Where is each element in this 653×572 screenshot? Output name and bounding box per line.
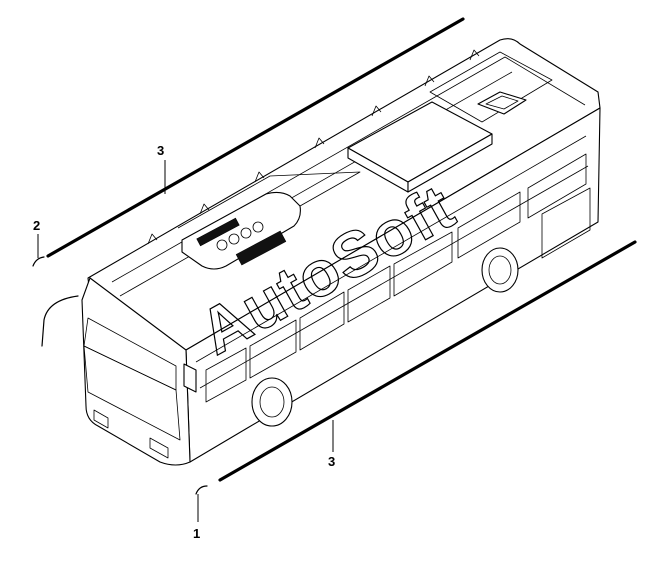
ac-vent-grilles — [196, 217, 287, 266]
roof-ac-unit — [177, 171, 361, 270]
callout-3-bottom: 3 — [328, 454, 335, 469]
lower-side-strip — [195, 240, 637, 495]
roof-hatch — [477, 91, 527, 115]
roof-rail-arches — [147, 49, 480, 245]
side-windows — [205, 153, 587, 403]
bus-illustration — [41, 38, 601, 466]
side-mirror — [41, 295, 79, 347]
ac-fans — [216, 221, 264, 251]
rear-wheel — [481, 247, 519, 293]
callout-3-top: 3 — [157, 143, 164, 158]
callout-2: 2 — [33, 218, 40, 233]
front-wheel — [251, 377, 293, 427]
callout-1: 1 — [193, 526, 200, 541]
upper-roof-strip — [32, 17, 465, 267]
roof-equipment-box — [347, 101, 493, 193]
bus-front — [81, 277, 191, 466]
